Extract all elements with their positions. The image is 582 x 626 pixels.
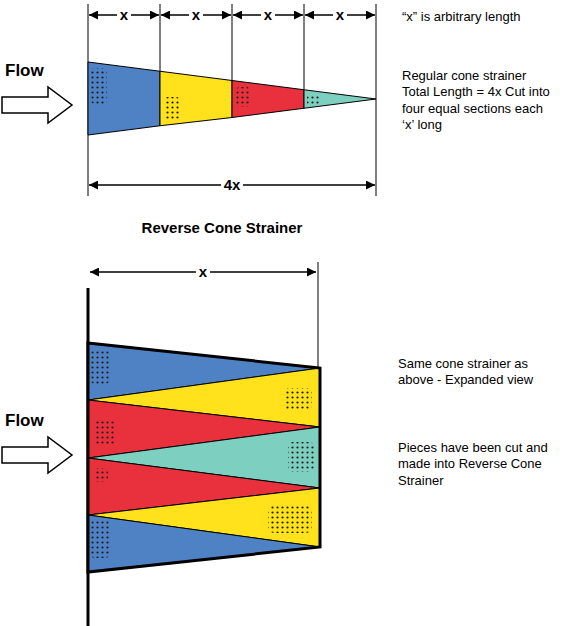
dimension-arrows [89, 15, 375, 185]
dimension-label: x [196, 263, 210, 282]
dimension-label: x [333, 6, 347, 25]
note: “x” is arbitrary length [402, 9, 577, 25]
diagram-title: Reverse Cone Strainer [142, 219, 303, 238]
dimension-label: x [261, 6, 275, 25]
extension-lines [318, 262, 319, 367]
dimension-label: x [189, 6, 203, 25]
strainer-outline [88, 343, 320, 572]
extension-lines [88, 4, 376, 196]
dimension-label: x [117, 6, 131, 25]
strainer-holes [91, 68, 321, 119]
flow-label: Flow [5, 60, 44, 81]
flow-arrow [2, 87, 72, 123]
cone-strainer [88, 62, 376, 135]
note: Regular cone strainer Total Length = 4x … [402, 68, 552, 133]
dimension-label: 4x [221, 176, 244, 195]
flow-label: Flow [5, 410, 44, 431]
strainer-holes [91, 350, 314, 558]
note: Same cone strainer as above - Expanded v… [398, 356, 548, 389]
flow-arrow [2, 437, 72, 473]
note: Pieces have been cut and made into Rever… [398, 440, 548, 489]
reverse-cone-strainer [88, 343, 320, 572]
